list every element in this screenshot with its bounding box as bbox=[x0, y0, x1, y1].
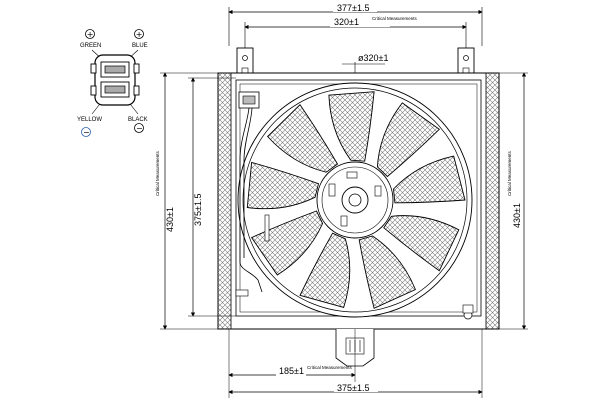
dimension-top-width: 377±1.5 bbox=[228, 3, 483, 46]
fan-assembly bbox=[237, 82, 473, 318]
svg-text:377±1.5: 377±1.5 bbox=[337, 3, 369, 13]
svg-text:+: + bbox=[136, 30, 143, 39]
svg-text:Critical Measurements: Critical Measurements bbox=[307, 365, 353, 370]
fan-blade bbox=[246, 161, 320, 210]
fan-blade bbox=[393, 155, 466, 204]
fan-blade bbox=[266, 104, 339, 173]
dimension-bottom-offset: 185±1 Critical Measurements bbox=[228, 329, 356, 382]
polarity-plus-icon: + bbox=[85, 29, 95, 39]
polarity-minus-icon: − bbox=[134, 123, 144, 133]
svg-text:+: + bbox=[87, 30, 94, 39]
connector-housing bbox=[90, 54, 140, 106]
fan-blades bbox=[246, 91, 466, 309]
polarity-minus-icon: − bbox=[81, 127, 91, 137]
fan-blade bbox=[383, 215, 460, 272]
pin-label-yellow: YELLOW bbox=[77, 117, 102, 123]
svg-text:185±1: 185±1 bbox=[279, 366, 304, 376]
pin-label-blue: BLUE bbox=[132, 43, 148, 49]
fan-blade bbox=[358, 235, 416, 309]
dimension-left-outer: 430±1 Critical Measurements bbox=[155, 72, 218, 330]
connector-diagram: + + GREEN BLUE YELLOW BLACK − bbox=[77, 29, 148, 137]
mounting-bracket-right bbox=[457, 47, 475, 79]
svg-text:430±1: 430±1 bbox=[165, 207, 175, 232]
wiring-harness bbox=[235, 91, 474, 320]
svg-text:Critical Measurements: Critical Measurements bbox=[372, 16, 418, 21]
svg-text:375±1.5: 375±1.5 bbox=[337, 383, 369, 393]
dimension-bracket-spacing: 320±1 Critical Measurements bbox=[244, 16, 467, 48]
svg-text:Critical Measurements: Critical Measurements bbox=[507, 150, 512, 196]
svg-text:−: − bbox=[136, 124, 143, 133]
pin-label-green: GREEN bbox=[80, 43, 101, 49]
dimension-left-inner: 375±1.5 bbox=[188, 77, 236, 317]
svg-text:320±1: 320±1 bbox=[334, 17, 359, 27]
fan-blade bbox=[250, 210, 324, 276]
fan-blade bbox=[376, 102, 440, 178]
svg-text:430±1: 430±1 bbox=[512, 203, 522, 228]
fan-blade bbox=[328, 91, 375, 162]
polarity-plus-icon: + bbox=[134, 29, 144, 39]
svg-text:375±1.5: 375±1.5 bbox=[193, 194, 203, 226]
fan-blade bbox=[299, 232, 351, 308]
pin-label-black: BLACK bbox=[128, 117, 148, 123]
svg-text:ø320±1: ø320±1 bbox=[358, 53, 388, 63]
dimension-right-height: 430±1 Critical Measurements bbox=[499, 72, 528, 330]
dimension-bottom-width: 375±1.5 bbox=[228, 329, 483, 398]
svg-text:−: − bbox=[83, 128, 90, 137]
svg-text:Critical Measurements: Critical Measurements bbox=[155, 150, 160, 196]
fan-hub bbox=[316, 161, 394, 239]
